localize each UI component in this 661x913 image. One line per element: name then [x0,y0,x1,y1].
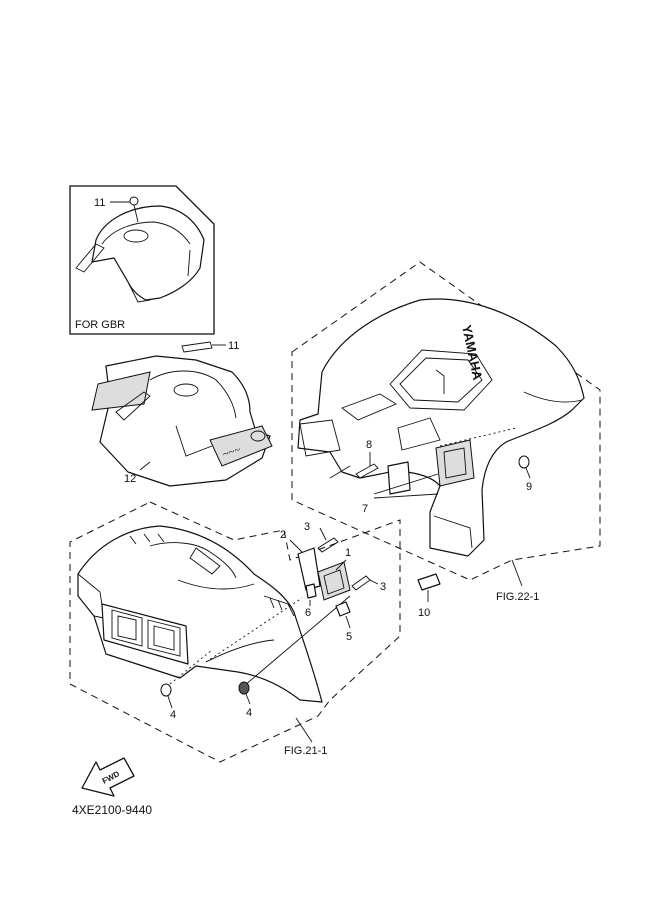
callout-6: 6 [305,607,311,619]
screw-3-right: 3 [351,575,386,593]
part-10-pad [417,573,441,591]
callout-11: 11 [228,340,239,352]
rear-reflector [435,439,475,487]
callout-11-inset: 11 [94,197,105,209]
gbr-caption: FOR GBR [75,319,125,331]
callout-10: 10 [418,607,430,619]
grommet-4-left-icon [160,683,172,697]
callout-3-upper: 3 [304,521,310,533]
decal-11-strip [181,341,213,353]
front-fender-decal-assembly: ~~~ [91,355,273,487]
callout-4-right: 4 [246,707,252,719]
callout-3-right: 3 [380,581,386,593]
svg-text:~~~: ~~~ [221,444,242,461]
screw-3-upper: 3 [304,521,339,553]
gbr-inset: 11 FOR GBR [69,185,215,335]
rear-fender-dashed-frame [291,261,601,581]
gbr-decal-11-icon [129,196,139,206]
callout-2: 2 [280,529,286,541]
front-fender-dashed-frame [69,501,401,763]
fwd-arrow-icon: FWD [81,757,135,797]
front-fender-group [69,501,401,763]
gbr-front-fender [75,205,205,303]
rear-fender-group: YAMAHA 7 8 9 FIG.22-1 [291,261,601,603]
fig-22-1-label: FIG.22-1 [496,591,539,603]
callout-1: 1 [345,547,351,559]
part-number: 4XE2100-9440 [72,803,152,817]
fig-21-1-label: FIG.21-1 [284,745,327,757]
callout-9: 9 [526,481,532,493]
grommet-9-icon [518,455,530,469]
reflector-parts: 2 1 6 5 [280,529,352,643]
callout-8: 8 [366,439,372,451]
grommet-4-right-icon [238,681,250,695]
callout-12: 12 [124,473,136,485]
callout-7: 7 [362,503,368,515]
callout-5: 5 [346,631,352,643]
gbr-inset-frame [69,185,215,335]
callout-4-left: 4 [170,709,176,721]
